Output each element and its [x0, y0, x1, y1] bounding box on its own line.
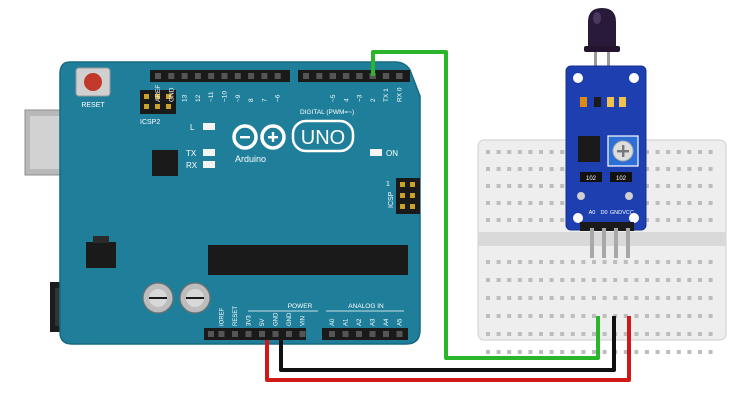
ground-wire-black[interactable]	[279, 316, 616, 372]
analog-pin-label: A1	[344, 318, 350, 326]
top-pin-label: 13	[182, 94, 189, 102]
ir-receiver-led	[584, 8, 620, 80]
led-l-label: L	[190, 123, 195, 132]
analog-pin-label: A2	[357, 318, 363, 326]
power-header	[204, 328, 306, 340]
power-wire-red[interactable]	[265, 316, 631, 382]
icsp-label: ICSP	[388, 191, 395, 208]
top-pin-label: ~11	[208, 91, 215, 102]
top-pin-label: ~6	[275, 94, 282, 102]
status-leds	[203, 123, 382, 168]
sensor-pin	[614, 228, 618, 258]
sensor-header	[580, 222, 634, 231]
led-tx-label: TX	[186, 149, 197, 158]
signal-wire-green[interactable]	[371, 50, 600, 360]
atmega-chip	[208, 245, 408, 275]
arduino-logo	[232, 119, 355, 153]
power-pin-label: VIN	[301, 316, 307, 326]
resistor-label-b: 102	[616, 176, 627, 182]
top-pin-label: 4	[343, 98, 350, 102]
comparator-chip	[578, 136, 600, 162]
sensor-pin-label: VCC	[622, 210, 634, 216]
led-rx-label: RX	[186, 161, 198, 170]
top-pin-label: 8	[248, 98, 255, 102]
power-pin-label: IOREF	[220, 307, 226, 326]
top-pin-label: TX 1	[383, 88, 390, 102]
analog-pin-label: A3	[371, 318, 377, 326]
sensor-pin-label: GND	[610, 210, 622, 216]
top-pin-label: RX 0	[397, 87, 404, 102]
sensor-pin	[602, 228, 606, 258]
wires	[265, 50, 631, 382]
power-pin-label: GND	[287, 312, 293, 326]
top-pin-label: ~5	[330, 94, 337, 102]
top-pin-label: AREF	[155, 85, 162, 102]
icsp2-label: ICSP2	[140, 119, 160, 126]
power-pin-label: RESET	[233, 306, 239, 326]
top-pin-label: 12	[195, 94, 202, 102]
top-pin-label: ~9	[235, 94, 242, 102]
bottom-pin-labels: IOREF RESET 3V3 5V GND GND VIN A0 A1 A2 A3 A4 A5	[220, 306, 404, 326]
uno-label: UNO	[301, 127, 345, 149]
analog-pin-label: A5	[398, 318, 404, 326]
capacitor-left	[142, 282, 174, 314]
sensor-pin	[626, 228, 630, 258]
icsp-header	[396, 178, 420, 214]
arduino-brand-label: Arduino	[235, 154, 266, 164]
analog-label: ANALOG IN	[348, 303, 384, 310]
top-pin-label: ~3	[357, 94, 364, 102]
on-label: ON	[386, 149, 398, 158]
sensor-pin-label: A0	[589, 210, 596, 216]
top-pin-label: 7	[261, 98, 268, 102]
voltage-regulator	[86, 242, 116, 268]
analog-pin-label: A4	[384, 318, 390, 326]
capacitor-right	[179, 282, 211, 314]
icsp2-header	[140, 90, 176, 114]
reset-button-cap[interactable]	[84, 73, 102, 91]
sensor-pin	[590, 228, 594, 258]
digital-label: DIGITAL (PWM=~)	[300, 109, 354, 116]
power-pin-label: 5V	[260, 319, 266, 326]
analog-pin-label: A0	[330, 318, 336, 326]
power-pin-label: 3V3	[247, 315, 253, 326]
power-label: POWER	[288, 303, 313, 310]
resistor-label-a: 102	[586, 176, 597, 182]
power-pin-label: GND	[274, 312, 280, 326]
sensor-pin-label: D0	[600, 210, 607, 216]
usb-chip	[152, 150, 178, 176]
top-pin-label: 2	[370, 98, 377, 102]
top-pin-labels: AREF GND 13 12 ~11 ~10 ~9 8 7 ~6 ~5 4 ~3 2 TX 1 RX 0	[155, 85, 404, 102]
uno-badge	[291, 119, 355, 153]
reset-label: RESET	[81, 102, 105, 109]
top-header-right	[298, 70, 410, 82]
icsp-pin1-label: 1	[386, 181, 390, 188]
top-pin-label: GND	[168, 87, 175, 102]
board-pcb	[59, 61, 421, 345]
top-pin-label: ~10	[222, 91, 229, 102]
